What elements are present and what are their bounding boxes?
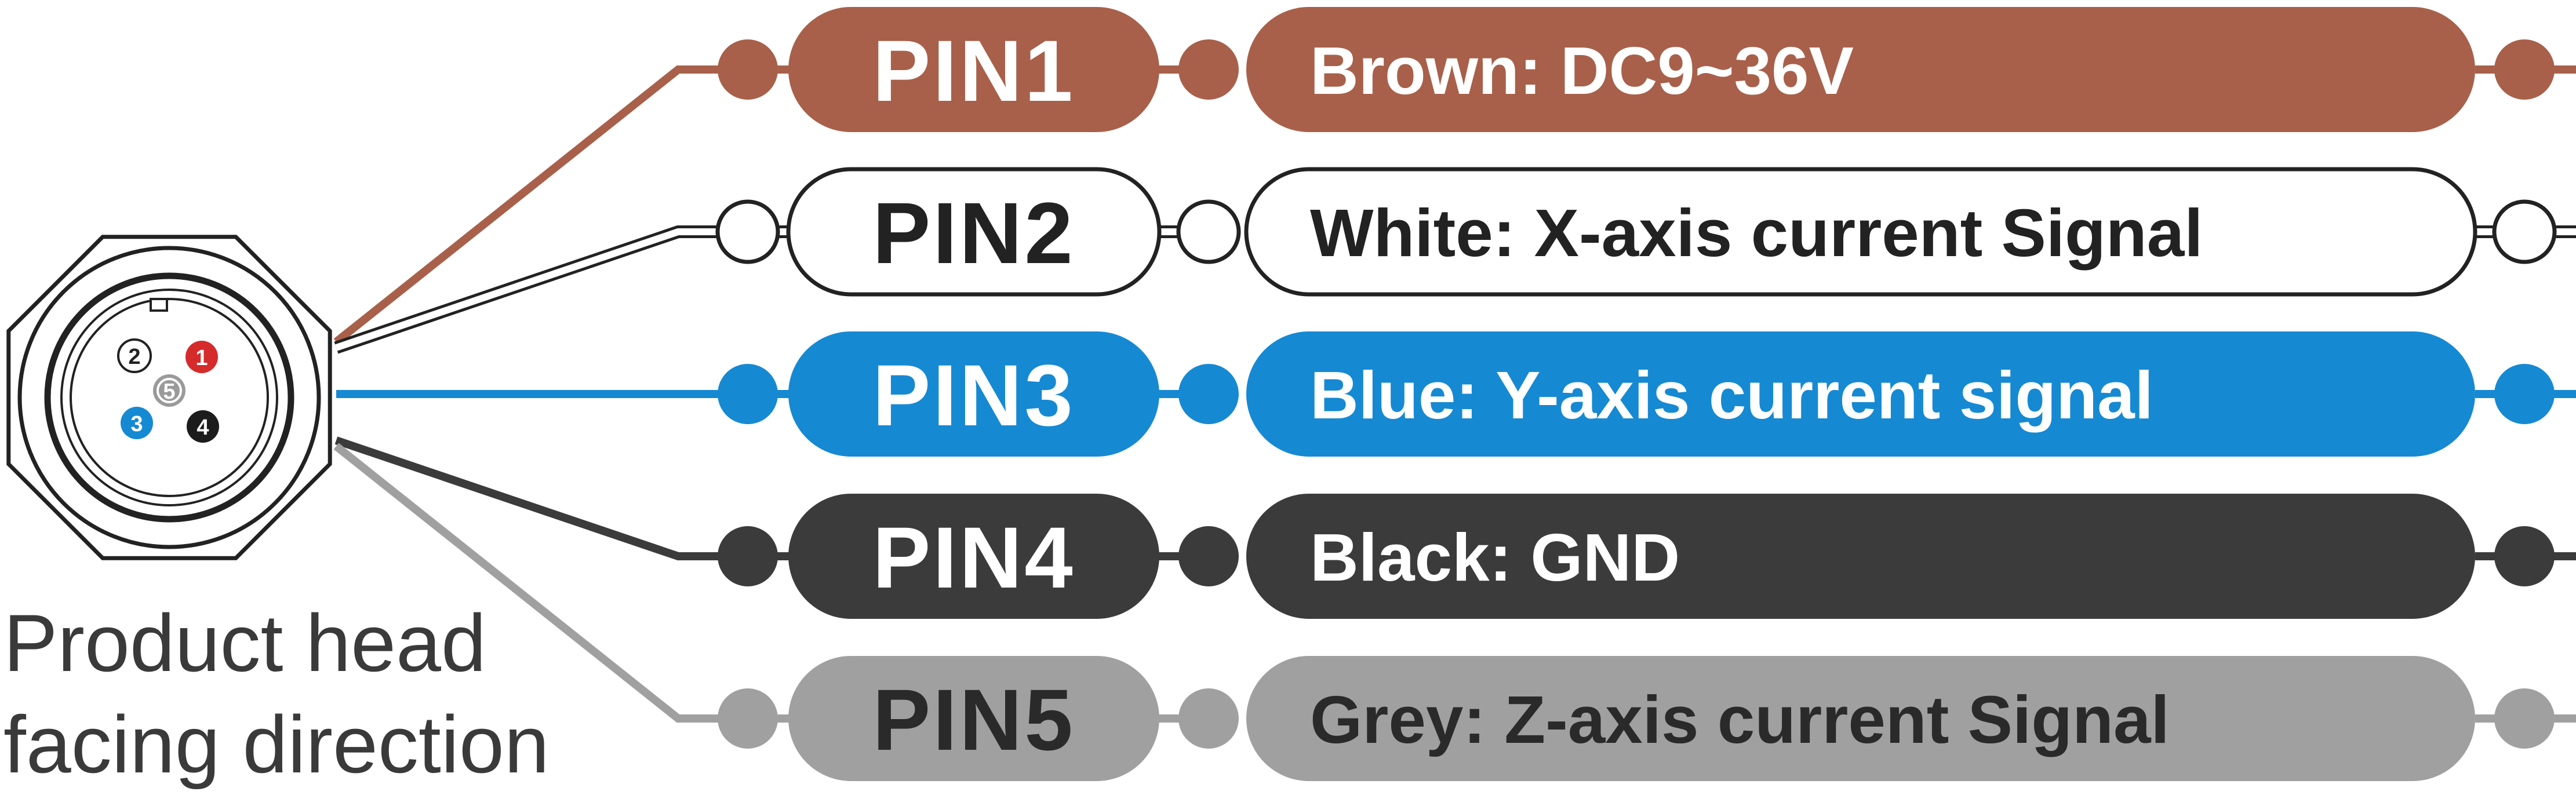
pin-3-description-pill [1246, 331, 2475, 457]
pin-2-description: White: X-axis current Signal [1310, 195, 2203, 271]
pin-row-3: PIN3 Blue: Y-axis current signal [336, 331, 2576, 457]
connector-pin-5-label: 5 [163, 380, 175, 404]
pin-3-label: PIN3 [872, 347, 1075, 444]
pin-3-label-pill [788, 331, 1159, 457]
caption-line-2: facing direction [3, 699, 550, 790]
caption-line-1: Product head [3, 597, 486, 688]
pin-1-label-pill [788, 7, 1159, 132]
connector-pin-4-label: 4 [197, 415, 209, 440]
pin-5-bead-3 [2494, 688, 2555, 749]
connector-ring-inner [60, 289, 278, 506]
pin-2-bead-3 [2492, 199, 2557, 264]
connector-pin-2-label: 2 [128, 345, 140, 369]
pin-4-bead-1 [718, 526, 778, 586]
pin-5-description: Grey: Z-axis current Signal [1310, 682, 2170, 757]
pin-5-label-pill [788, 656, 1159, 781]
connector-pin-3-label: 3 [130, 412, 143, 436]
connector-pin-1-dot [185, 341, 218, 373]
pin-5-bead-1 [718, 688, 778, 749]
pin-4-bead-3 [2494, 526, 2555, 586]
pin-1-wire [333, 65, 748, 345]
connector-ring-outer [17, 246, 321, 549]
pin-3-bead-1 [718, 364, 778, 424]
connector-pin-2-dot [117, 338, 152, 373]
connector-face [70, 298, 269, 497]
connector-pin-1: 1 [185, 341, 218, 373]
pin-4-bead-2 [1178, 526, 1239, 586]
connector-ring-middle [44, 272, 294, 523]
pin-1-bead-2 [1178, 39, 1239, 100]
pin-1-description-pill [1246, 7, 2475, 132]
connector-pin-5-ring [157, 378, 182, 403]
connector-head: 1 2 3 45 [6, 235, 332, 560]
connector-pin-3: 3 [121, 407, 153, 439]
pin-row-1: PIN1 Brown: DC9~36V [333, 7, 2576, 345]
pin-4-description: Black: GND [1310, 520, 1680, 595]
pin-4-description-pill [1246, 494, 2475, 619]
connector-key-notch [150, 298, 168, 312]
connector-pin-1-label: 1 [195, 346, 208, 370]
connector-pin-5: 5 [153, 374, 185, 407]
pin-2-description-pill [1244, 167, 2477, 297]
pin-3-bead-2 [1178, 364, 1239, 424]
pin-4-label-pill [788, 494, 1159, 619]
pin-1-label: PIN1 [872, 22, 1075, 119]
connector-pin-4: 4 [187, 410, 219, 443]
connector-pin-4-dot [187, 410, 219, 443]
pin-1-bead-1 [718, 39, 778, 100]
pin-5-description-pill [1246, 656, 2475, 781]
pin-1-bead-3 [2494, 39, 2555, 100]
pin-row-2: PIN2 White: X-axis current Signal [334, 167, 2576, 354]
pin-1-description: Brown: DC9~36V [1310, 33, 1854, 108]
pin-2-label: PIN2 [872, 184, 1075, 282]
pin-2-label-pill [786, 167, 1162, 297]
pin-2-bead-2 [1176, 199, 1241, 264]
pin-3-description: Blue: Y-axis current signal [1310, 358, 2153, 433]
pin-row-5: PIN5 Grey: Z-axis current Signal [333, 443, 2576, 781]
connector-pin-2: 2 [117, 338, 152, 373]
pin-5-bead-2 [1178, 688, 1239, 749]
pin-2-bead-1 [715, 199, 780, 264]
pin-5-label: PIN5 [872, 671, 1075, 768]
connector-pin-3-dot [121, 407, 153, 439]
pin-row-4: PIN4 Black: GND [334, 436, 2576, 619]
pin-4-label: PIN4 [872, 509, 1075, 606]
pin-3-bead-3 [2494, 364, 2555, 424]
